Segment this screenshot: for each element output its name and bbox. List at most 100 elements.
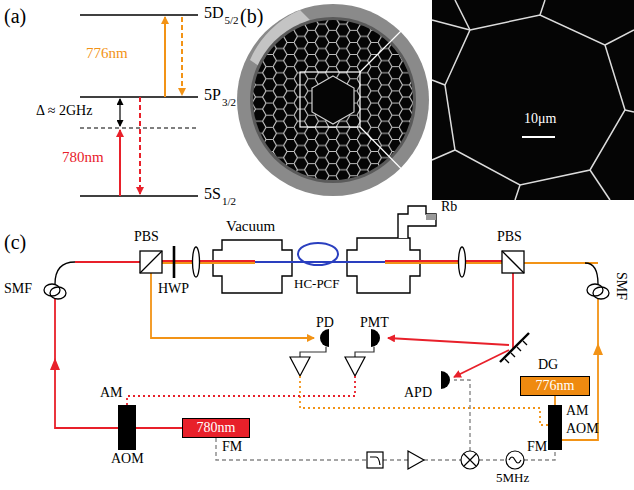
fibers [44,284,60,296]
sem-image [432,150,455,160]
wavelength-label: 776nm [86,46,128,61]
optics [140,251,162,273]
hc-pcf [255,243,385,265]
feedback-wire [300,376,548,425]
sem-image [432,80,445,85]
sem-image [540,0,545,15]
hc-pcf [298,243,338,265]
part-label: SMF [614,272,628,300]
detector-label: APD [404,386,432,400]
lock-chain [454,380,470,451]
part-label: HWP [158,282,189,296]
sem-image [625,110,634,112]
level-label: 5D [204,5,224,21]
optics [502,251,524,273]
lock-chain [216,438,367,460]
optics [500,333,529,362]
electronics [290,347,374,376]
optics [459,247,466,277]
lock-components [506,451,524,469]
electronics [345,357,365,376]
energy-levels [80,14,198,16]
part-label: DG [538,358,558,372]
aom-block: AOM [118,405,136,450]
optics [193,247,200,277]
level-label: 5S [204,186,221,202]
lock-components [408,451,424,469]
sem-image [445,15,625,185]
sem-image [432,0,634,200]
beams [388,338,509,345]
rb-cell [426,214,436,220]
part-label: PBS [134,230,159,244]
lock-chain [424,459,461,460]
electronics [355,347,374,357]
beams [55,298,118,428]
lock-components [367,451,524,469]
signal-label: AM [566,404,589,418]
lock-components [367,452,383,468]
lock-chain [479,459,506,460]
electronics [300,347,326,357]
detector-label: PMT [360,316,389,330]
energy-levels [181,17,183,95]
optics [140,251,162,273]
detector-label: PD [316,316,334,330]
sem-image [237,0,634,200]
optics [502,251,524,273]
beams [55,261,598,440]
hc-pcf [255,261,385,263]
optics [140,246,529,363]
energy-levels [80,15,198,196]
sem-image [605,30,634,45]
part-label: Rb [441,200,457,214]
fibers [587,284,603,296]
sem-image [312,76,354,124]
energy-levels [164,17,166,97]
signal-label: FM [222,440,242,454]
beams [75,261,140,263]
energy-levels [80,195,198,197]
panel-label: (c) [4,232,26,252]
beam-arrow [593,343,603,355]
sem-image [515,185,520,200]
fibers [55,262,75,284]
laser-box: 776nm [520,376,590,396]
fibers [585,263,598,284]
lock-chain [216,380,555,460]
energy-levels [139,97,141,194]
beams [562,298,598,440]
sem-image [432,20,470,30]
beams [151,273,314,338]
wavelength-label: 780nm [62,150,104,165]
scale-label: 10μm [524,112,556,126]
beams [385,260,502,262]
part-label: HC-PCF [294,277,340,290]
part-label: PBS [497,230,522,244]
fibers [50,287,66,299]
beam-connector [136,427,182,429]
electronics [290,357,310,376]
feedback-wire [127,376,355,405]
lock-components [370,457,380,465]
aom-label: AOM [566,422,599,436]
beams [162,262,255,264]
optics [173,246,176,278]
beams [454,350,509,377]
laser-box: 780nm [182,418,250,438]
beams [512,273,514,348]
frequency-label: 5MHz [496,471,529,484]
detectors [441,371,450,389]
sem-image [300,72,360,127]
sem-image [360,0,432,72]
lock-components [461,451,479,469]
level-subscript: 1/2 [222,196,236,207]
panel-label: (a) [4,6,26,26]
laser-name: 776nm [536,379,575,393]
energy-levels [119,130,121,196]
sem-image [432,0,634,200]
fibers [593,287,609,299]
level-subscript: 3/2 [222,97,236,108]
